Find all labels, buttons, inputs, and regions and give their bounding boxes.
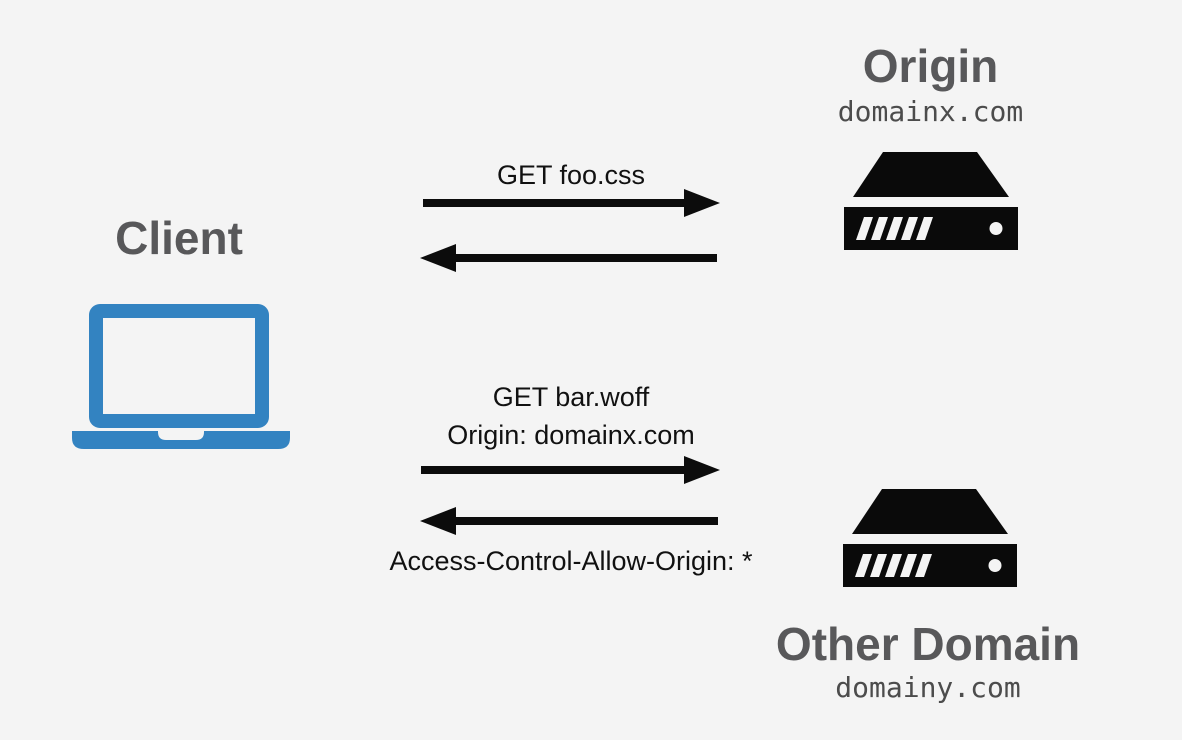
arrow-head-left <box>420 507 456 535</box>
request2-line2-label: Origin: domainx.com <box>447 420 695 450</box>
response2-label: Access-Control-Allow-Origin: * <box>389 546 753 576</box>
origin-domain: domainx.com <box>837 95 1024 128</box>
origin-title: Origin <box>862 40 999 92</box>
arrow-shaft <box>423 199 690 207</box>
arrow-shaft <box>450 517 718 525</box>
arrow-shaft <box>450 254 717 262</box>
arrow-shaft <box>421 466 690 474</box>
other-title: Other Domain <box>775 618 1081 670</box>
request1-label: GET foo.css <box>496 160 646 190</box>
origin-server-icon <box>844 152 1018 250</box>
request2-arrow <box>421 456 720 484</box>
other-domain: domainy.com <box>835 671 1021 704</box>
request2-line1-label: GET bar.woff <box>492 382 650 412</box>
client-title: Client <box>115 212 243 264</box>
request1-arrow <box>423 189 720 217</box>
response2-arrow <box>420 507 718 535</box>
client-laptop-icon <box>72 304 290 449</box>
other-server-icon <box>843 489 1017 587</box>
arrow-head-right <box>684 456 720 484</box>
arrow-head-right <box>684 189 720 217</box>
arrow-head-left <box>420 244 456 272</box>
response1-arrow <box>420 244 717 272</box>
